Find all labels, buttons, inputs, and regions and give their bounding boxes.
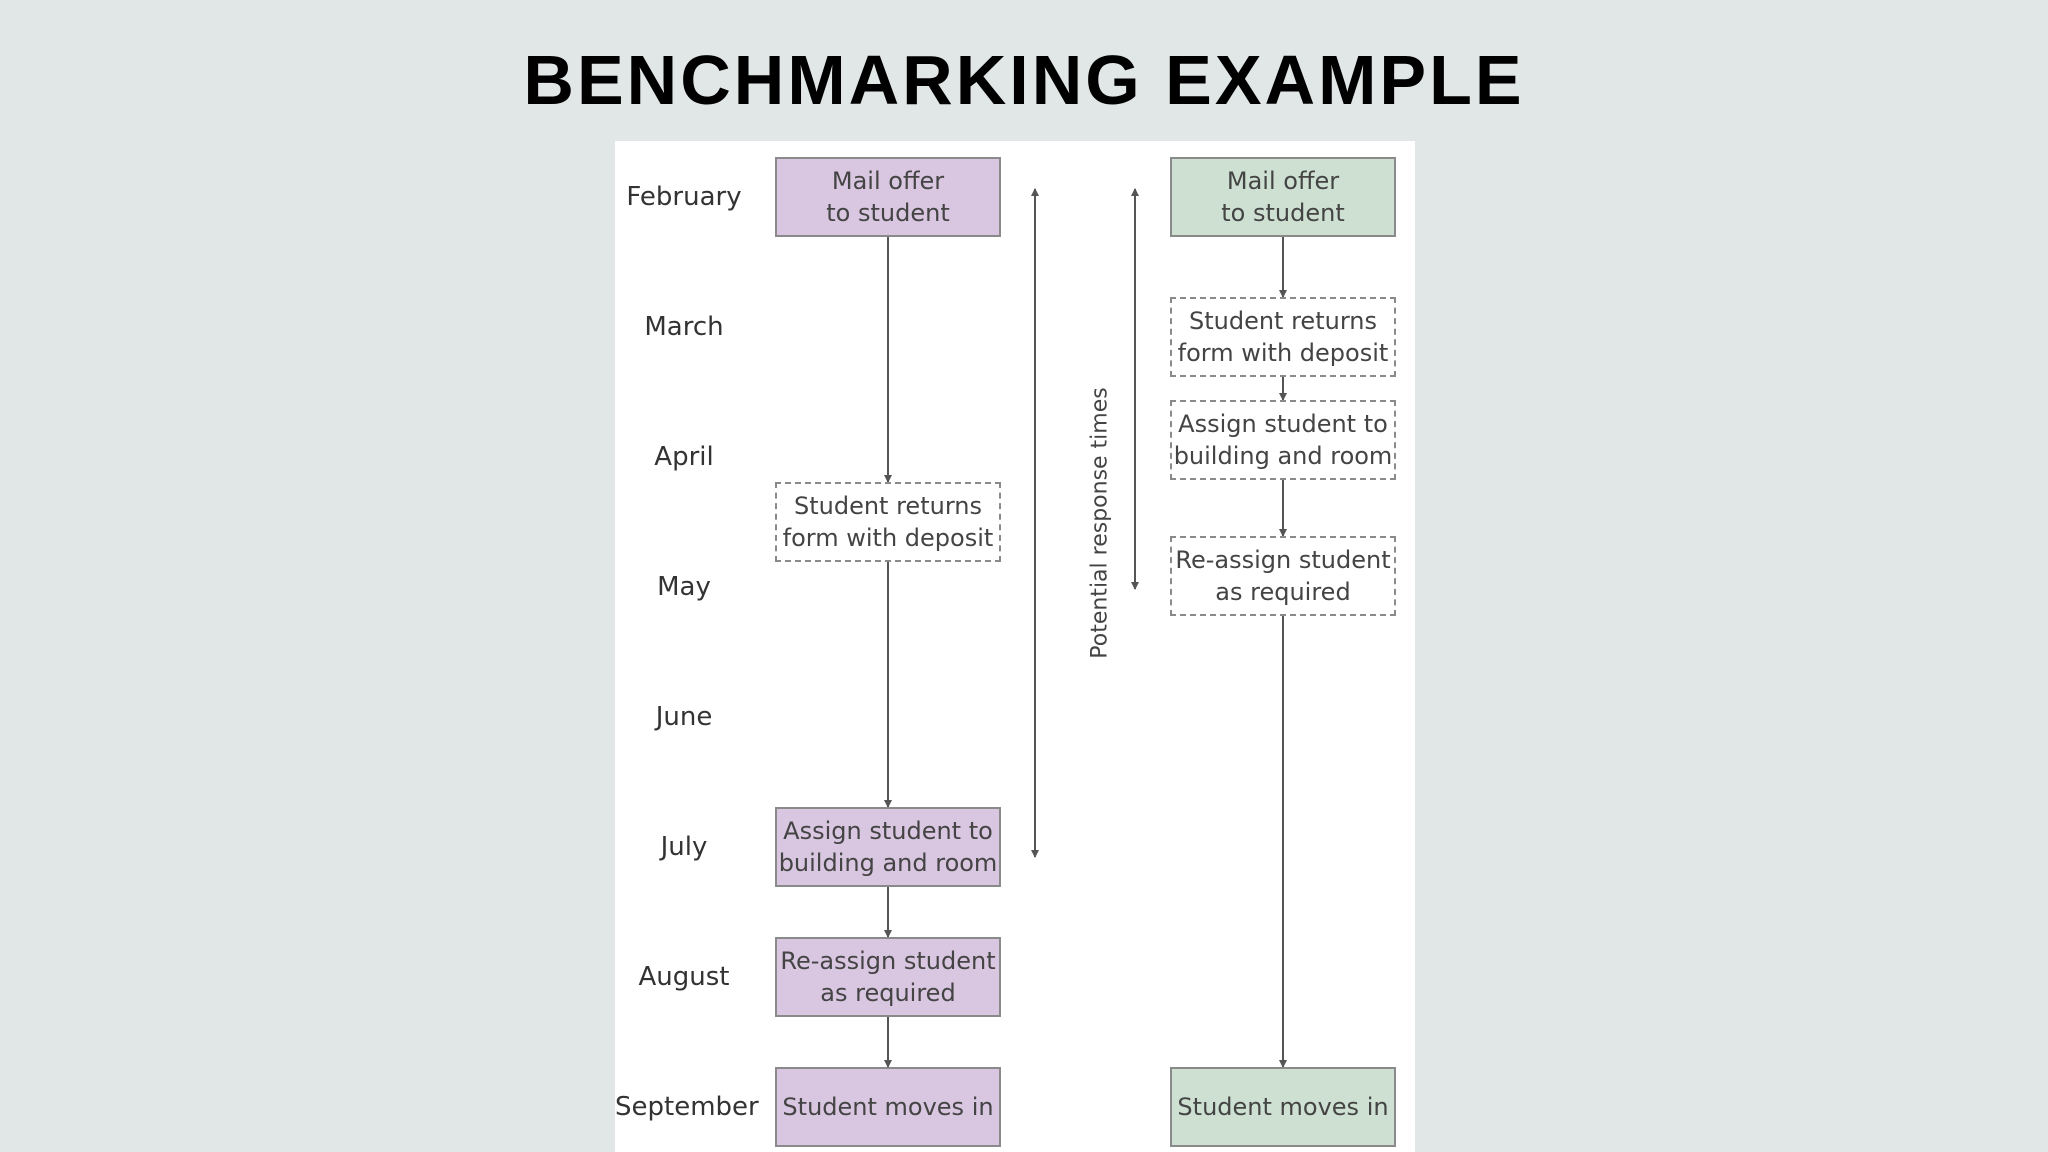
month-label-april: April [654, 442, 714, 472]
left-moves-in-box: Student moves in [775, 1067, 1001, 1147]
month-label-may: May [657, 572, 711, 602]
left-assign-box: Assign student to building and room [775, 807, 1001, 887]
right-student-returns-box: Student returns form with deposit [1170, 297, 1396, 377]
response-times-label-wrap: Potential response times [1085, 383, 1115, 663]
month-label-june: June [655, 702, 713, 732]
month-label-july: July [660, 832, 708, 862]
slide-title: BENCHMARKING EXAMPLE [523, 41, 1525, 119]
left-reassign-box: Re-assign student as required [775, 937, 1001, 1017]
right-moves-in-box: Student moves in [1170, 1067, 1396, 1147]
benchmark-flow-diagram: February March April May June July Augus… [615, 141, 1415, 1152]
right-assign-box: Assign student to building and room [1170, 400, 1396, 480]
left-mail-offer-box: Mail offer to student [775, 157, 1001, 237]
connector-arrows [884, 188, 1287, 1068]
month-label-february: February [626, 182, 742, 212]
left-student-returns-box: Student returns form with deposit [775, 482, 1001, 562]
month-label-march: March [644, 312, 724, 342]
month-label-august: August [638, 962, 730, 992]
right-mail-offer-box: Mail offer to student [1170, 157, 1396, 237]
response-times-label: Potential response times [1087, 387, 1113, 659]
right-reassign-box: Re-assign student as required [1170, 536, 1396, 616]
month-label-september: September [615, 1092, 759, 1122]
